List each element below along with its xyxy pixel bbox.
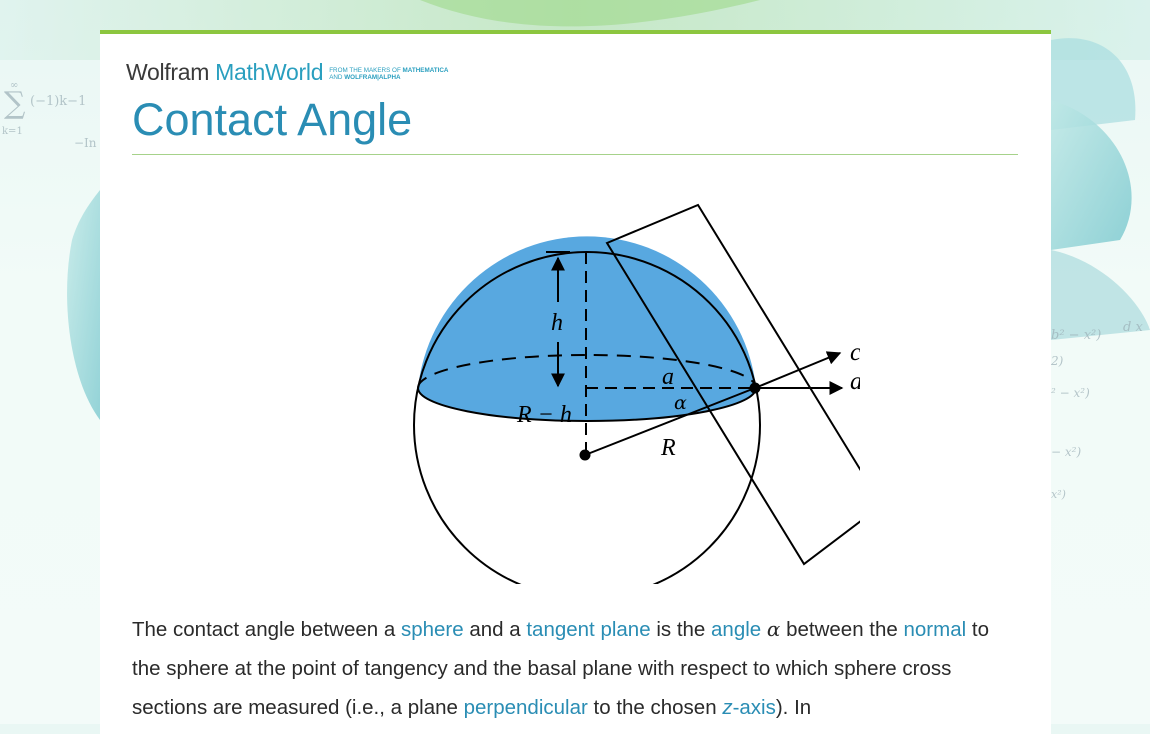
tangent-plane	[605, 203, 860, 566]
base-ellipse-front	[417, 387, 757, 422]
center-point	[579, 449, 591, 461]
base-ellipse-back	[417, 354, 757, 389]
bg-right-frac-3: − x²)	[1051, 445, 1082, 459]
label-r-minus-h: R − h	[516, 402, 572, 428]
content-card: Wolfram MathWorld FROM THE MAKERS OF MAT…	[100, 30, 1051, 734]
bg-right-frac-4: x²)	[1051, 488, 1066, 501]
link-angle[interactable]: angle	[711, 618, 762, 641]
link-perpendicular[interactable]: perpendicular	[463, 696, 588, 719]
bg-right-frac-1: 2)	[1051, 354, 1064, 368]
tagline-line1: FROM THE MAKERS OF MATHEMATICA	[329, 67, 449, 74]
logo-wolfram-text: Wolfram	[126, 59, 210, 85]
label-contact: contact	[850, 339, 860, 366]
background-math-left: ∞ ∑ (−1)k−1 k=1 −In	[0, 80, 100, 160]
bg-sum-sign: ∑	[4, 86, 26, 121]
mathworld-logo[interactable]: Wolfram MathWorld FROM THE MAKERS OF MAT…	[126, 60, 448, 84]
bg-right-dx-1: b² − x²)	[1051, 328, 1102, 343]
background-math-right: b² − x²) d x 2) ² − x²) − x²) x²)	[1051, 280, 1150, 510]
bg-sum-upper: ∞	[10, 80, 19, 91]
definition-paragraph: The contact angle between a sphere and a…	[132, 617, 989, 719]
label-h: h	[551, 310, 563, 336]
math-alpha: α	[766, 617, 781, 641]
logo-mathworld-text: MathWorld	[215, 59, 324, 85]
label-angle: angle	[850, 368, 860, 395]
bg-sum-lower: k=1	[2, 126, 23, 137]
link-sphere[interactable]: sphere	[400, 618, 464, 641]
tagline-line2: AND WOLFRAM|ALPHA	[329, 74, 401, 81]
bg-ln-fragment: −In	[74, 136, 97, 150]
label-r: R	[660, 435, 676, 461]
label-alpha: α	[674, 392, 687, 414]
bg-right-dx-2: d x	[1123, 320, 1143, 335]
logo-tagline: FROM THE MAKERS OF MATHEMATICA AND WOLFR…	[329, 67, 448, 81]
bg-sum-term: (−1)k−1	[30, 94, 87, 109]
label-a: a	[662, 364, 674, 390]
right-3d-shape	[1051, 100, 1132, 250]
link-tangent-plane[interactable]: tangent plane	[526, 618, 651, 641]
link-normal[interactable]: normal	[903, 618, 967, 641]
contact-arrow-normal	[754, 351, 842, 389]
page-title: Contact Angle	[132, 94, 413, 145]
bg-right-frac-2: ² − x²)	[1051, 386, 1090, 400]
contact-angle-figure: h a α R − h R contact angle	[413, 203, 860, 584]
link-z-axis[interactable]: z-axis	[722, 696, 776, 719]
left-3d-shape	[67, 190, 100, 420]
radius-r-line	[584, 387, 756, 456]
title-divider	[132, 154, 1018, 155]
